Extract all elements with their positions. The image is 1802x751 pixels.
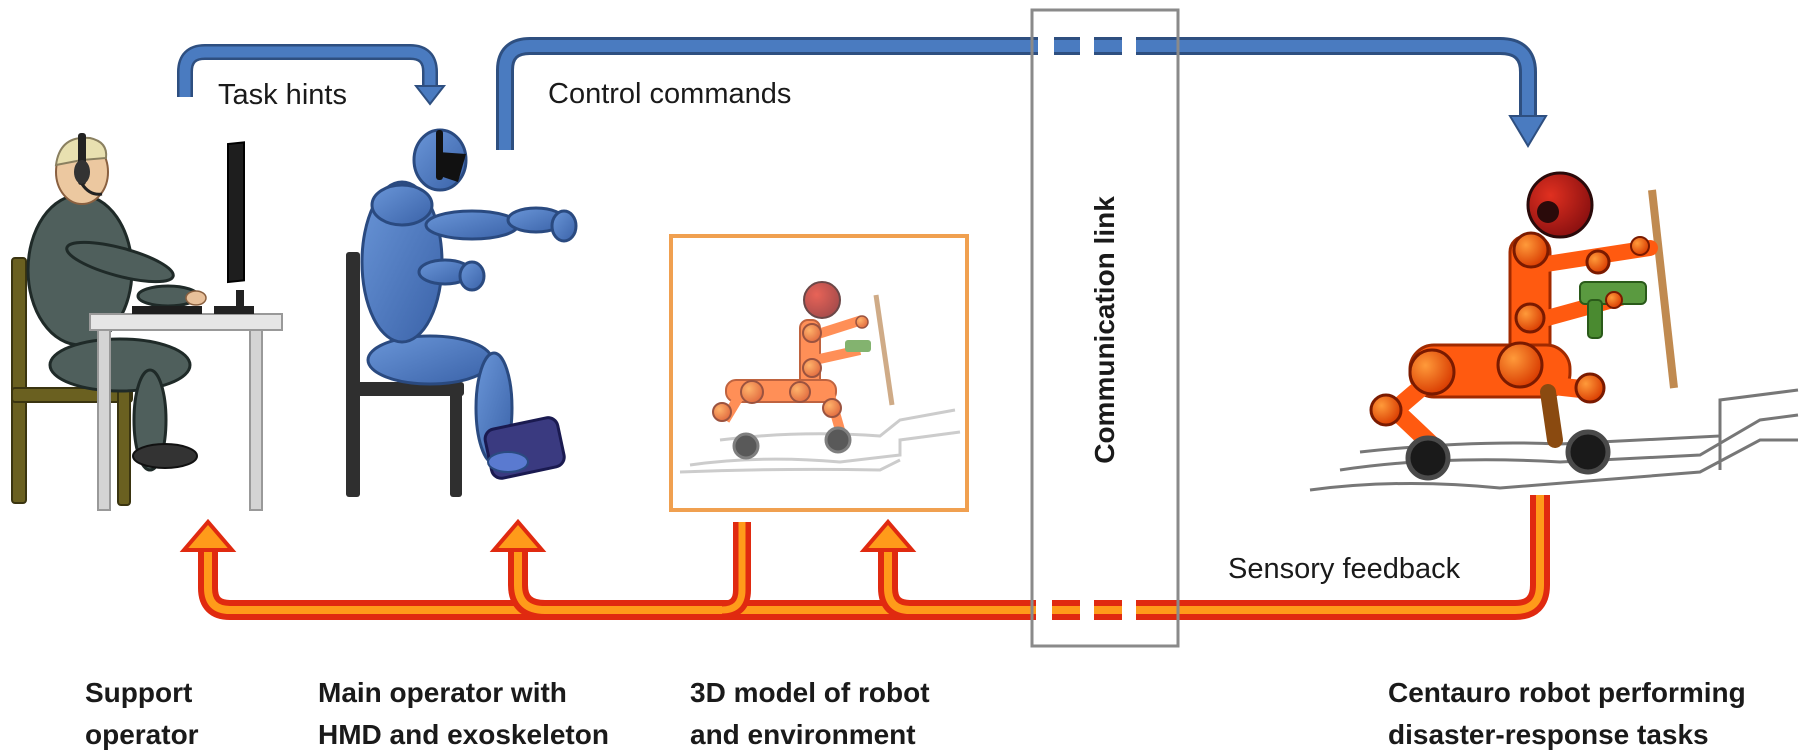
- caption-model-line1: 3D model of robot: [690, 677, 930, 708]
- caption-model-line2: and environment: [690, 719, 916, 750]
- sensory-feedback-arrow: [179, 495, 1550, 624]
- sensory-feedback-label: Sensory feedback: [1228, 553, 1461, 585]
- caption-support-line2: operator: [85, 719, 199, 750]
- caption-main-line1: Main operator with: [318, 677, 567, 708]
- task-hints-label: Task hints: [218, 79, 347, 111]
- control-commands-arrow: [496, 36, 1548, 150]
- centauro-robot-figure: [1309, 171, 1799, 492]
- communication-link-box: [1030, 8, 1180, 648]
- control-commands-label: Control commands: [548, 78, 791, 110]
- caption-robot-line1: Centauro robot performing: [1388, 677, 1746, 708]
- caption-main-line2: HMD and exoskeleton: [318, 719, 609, 750]
- caption-support-line1: Support: [85, 677, 192, 708]
- robot-model-thumbnail: [679, 281, 961, 474]
- task-hints-arrow: [177, 44, 447, 106]
- computer-desk-icon: [89, 141, 283, 511]
- main-operator-exoskeleton-figure: [346, 128, 578, 497]
- caption-robot-line2: disaster-response tasks: [1388, 719, 1709, 750]
- communication-link-label: Communication link: [1089, 196, 1120, 464]
